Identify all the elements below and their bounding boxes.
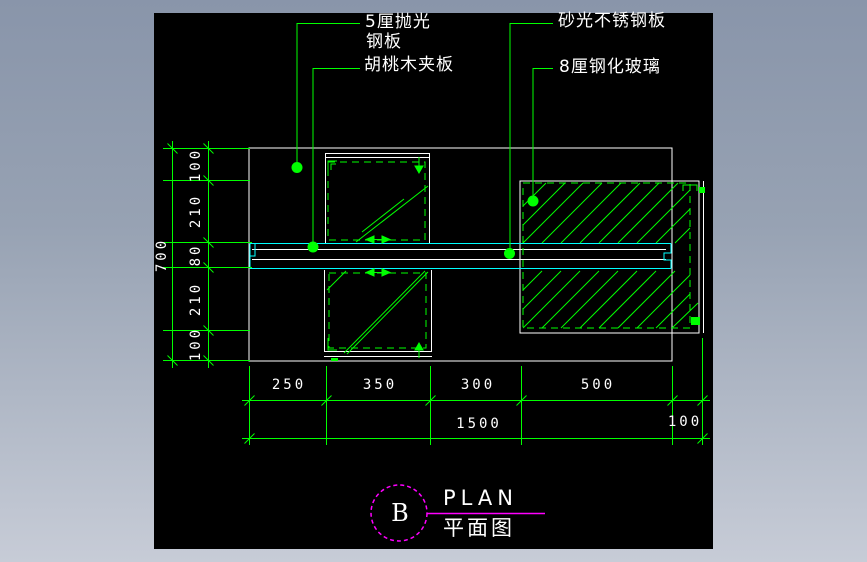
dim-bottom-offset-100: 100 (667, 414, 703, 430)
dim-bottom-300: 300 (460, 377, 496, 393)
callout-walnut: 胡桃木夹板 (364, 55, 454, 75)
callout-steel-plate-line2: 钢板 (366, 32, 402, 52)
dim-bottom-total-1500: 1500 (456, 416, 502, 432)
dim-left-total: 700 (154, 237, 170, 273)
dim-bottom-250: 250 (271, 377, 307, 393)
dim-left-210b: 210 (188, 281, 204, 317)
title-en: PLAN (443, 486, 518, 510)
dim-left-100b: 100 (188, 326, 204, 362)
drawing-canvas[interactable] (154, 13, 713, 549)
dim-bottom-350: 350 (362, 377, 398, 393)
title-zh: 平面图 (443, 516, 515, 540)
callout-stainless: 砂光不锈钢板 (558, 11, 666, 31)
dim-left-80: 80 (188, 243, 204, 267)
callout-glass: 8厘钢化玻璃 (559, 57, 661, 77)
dim-left-210a: 210 (188, 193, 204, 229)
detail-tag-letter: B (391, 499, 409, 527)
callout-steel-plate-line1: 5厘抛光 (365, 12, 431, 32)
dim-left-100a: 100 (188, 147, 204, 183)
dim-bottom-500: 500 (580, 377, 616, 393)
